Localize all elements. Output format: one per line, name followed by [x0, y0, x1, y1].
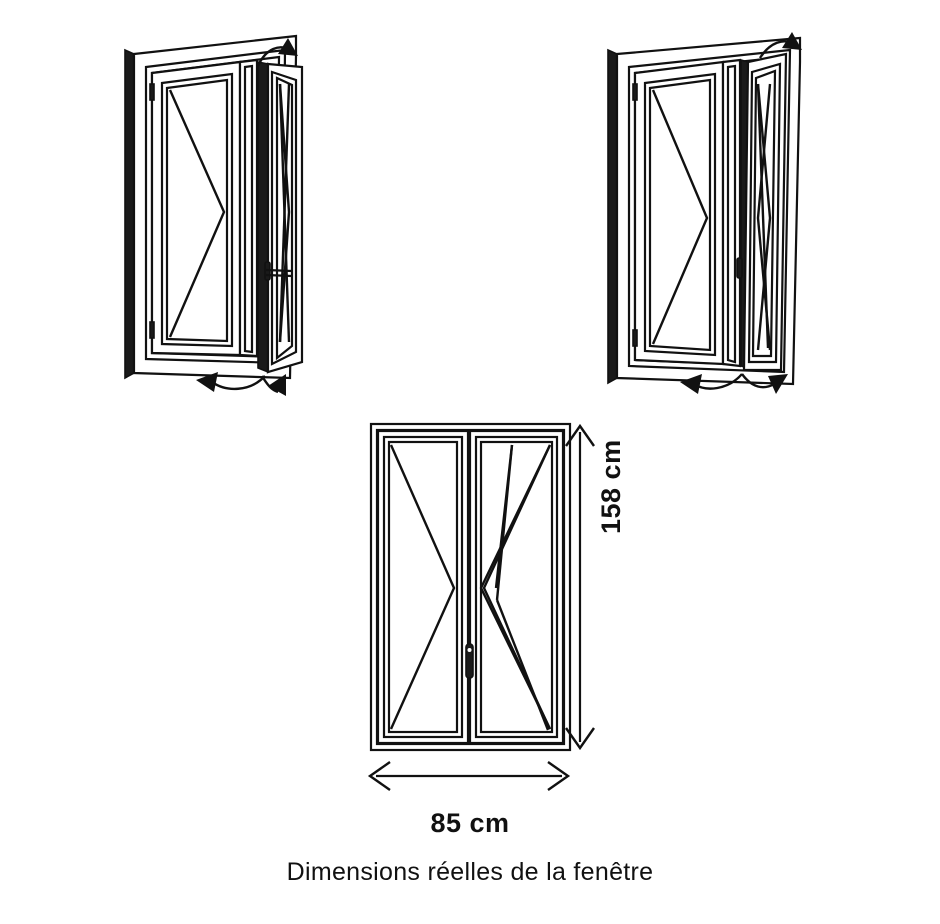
figure-caption: Dimensions réelles de la fenêtre	[286, 858, 654, 886]
right-sash-closed-view[interactable]	[736, 52, 788, 372]
mullion-open-view	[238, 58, 259, 358]
right-sash-open-view[interactable]	[257, 61, 304, 374]
arrow-bottom-right-open-view	[260, 374, 286, 396]
right-sash-front-view[interactable]	[465, 429, 565, 745]
arrow-top-closed-view	[758, 32, 802, 59]
window-handle[interactable]	[465, 643, 474, 679]
mullion-closed-view	[721, 58, 742, 368]
arrow-bottom-left-open-view	[196, 372, 266, 392]
arrow-bottom-right-closed-view	[741, 373, 788, 394]
view-front-elevation	[367, 422, 595, 791]
height-dimension-arrow	[565, 423, 595, 751]
view-perspective-open	[124, 34, 304, 396]
width-dimension-arrow	[367, 761, 571, 791]
view-perspective-closed	[607, 32, 802, 394]
arrow-top-open-view	[256, 38, 298, 67]
height-dimension-label: 158 cm	[596, 439, 626, 534]
left-sash-closed-view	[632, 60, 725, 366]
width-dimension-label: 85 cm	[430, 808, 510, 838]
left-sash-open-view	[149, 60, 242, 357]
left-sash-front-view[interactable]	[376, 429, 470, 745]
arrow-bottom-left-closed-view	[680, 373, 743, 394]
